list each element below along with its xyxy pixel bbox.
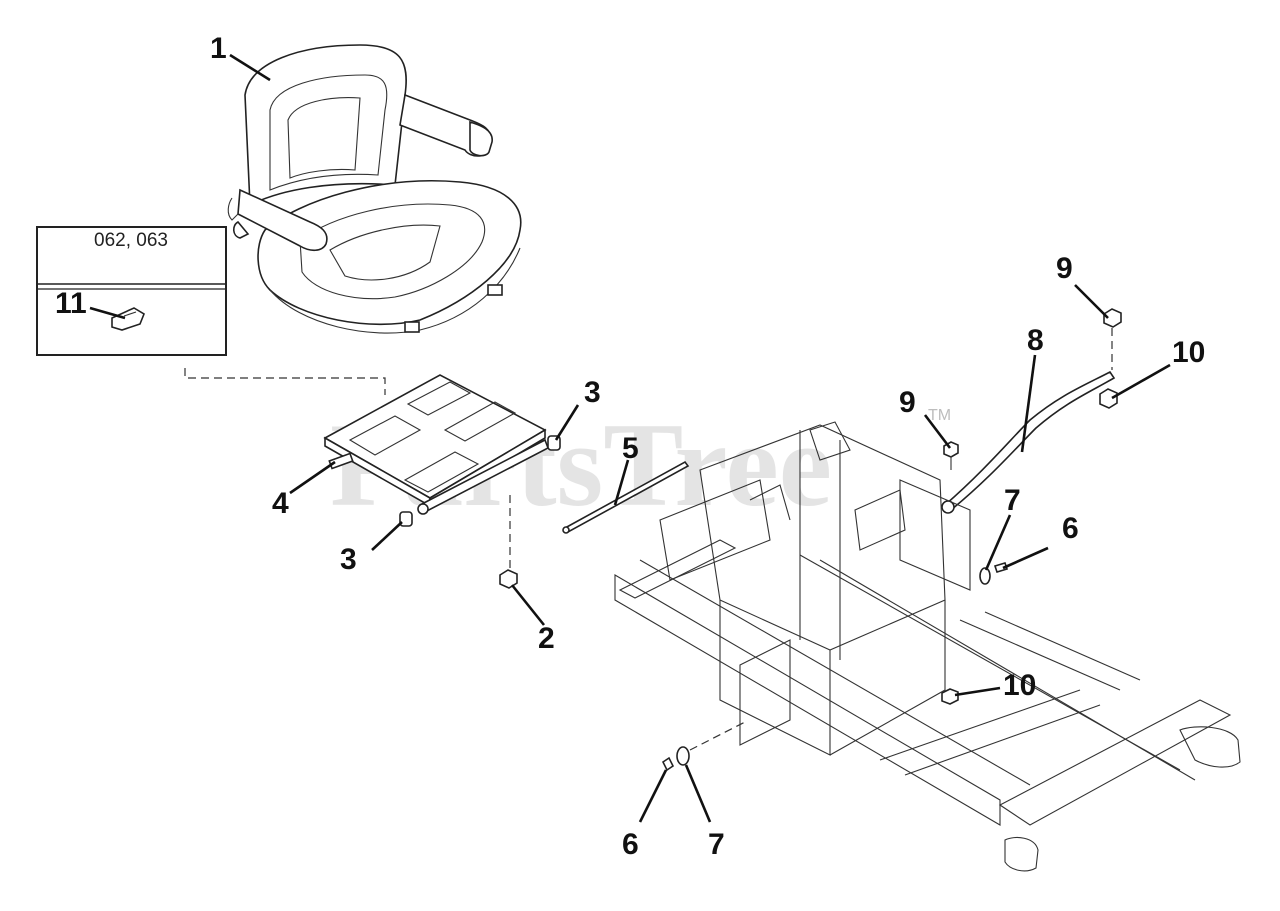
callout-8: 8: [1027, 324, 1044, 357]
callout-9-upper: 9: [1056, 252, 1073, 285]
callout-10-lower: 10: [1003, 669, 1036, 702]
callout-1: 1: [210, 32, 227, 65]
washer-7-lower: [676, 746, 690, 766]
callout-7-right: 7: [1004, 484, 1021, 517]
callout-2: 2: [538, 622, 555, 655]
nut-2: [499, 569, 518, 589]
callout-6-right: 6: [1062, 512, 1079, 545]
bolt-9-upper: [1103, 308, 1122, 370]
nut-10-lower: [941, 688, 959, 705]
bolt-9-lower: [943, 441, 959, 470]
callout-3-lower: 3: [340, 543, 357, 576]
callout-3-upper: 3: [584, 376, 601, 409]
seat-plate: [323, 374, 549, 515]
model-inset: 062, 063: [36, 226, 227, 356]
tractor-frame: [614, 421, 1241, 872]
support-rod: [941, 370, 1116, 514]
latch-part: [111, 307, 145, 331]
callout-9-lower: 9: [899, 386, 916, 419]
callout-4: 4: [272, 487, 289, 520]
callout-leaders: [89, 53, 1171, 823]
watermark-trademark: TM: [928, 407, 951, 424]
callout-6-lower: 6: [622, 828, 639, 861]
pin-6-right: [993, 562, 1009, 573]
seat: [227, 44, 522, 334]
callout-5: 5: [622, 432, 639, 465]
callout-11: 11: [55, 287, 87, 320]
pivot-rod: [562, 460, 690, 534]
inset-link-line: [184, 368, 386, 395]
inset-models: 062, 063: [94, 230, 168, 251]
lower-dashed-line: [689, 721, 746, 751]
callout-numbers: 1 2 3 3 4 5 6 6 7 7 8 9 9 10 10 11: [55, 32, 1205, 861]
bushing-lower: [399, 511, 413, 527]
callout-10-upper: 10: [1172, 336, 1205, 369]
callout-7-lower: 7: [708, 828, 725, 861]
nut-10-upper: [1099, 388, 1118, 409]
washer-7-right: [979, 567, 991, 585]
pin-6-lower: [661, 756, 675, 772]
